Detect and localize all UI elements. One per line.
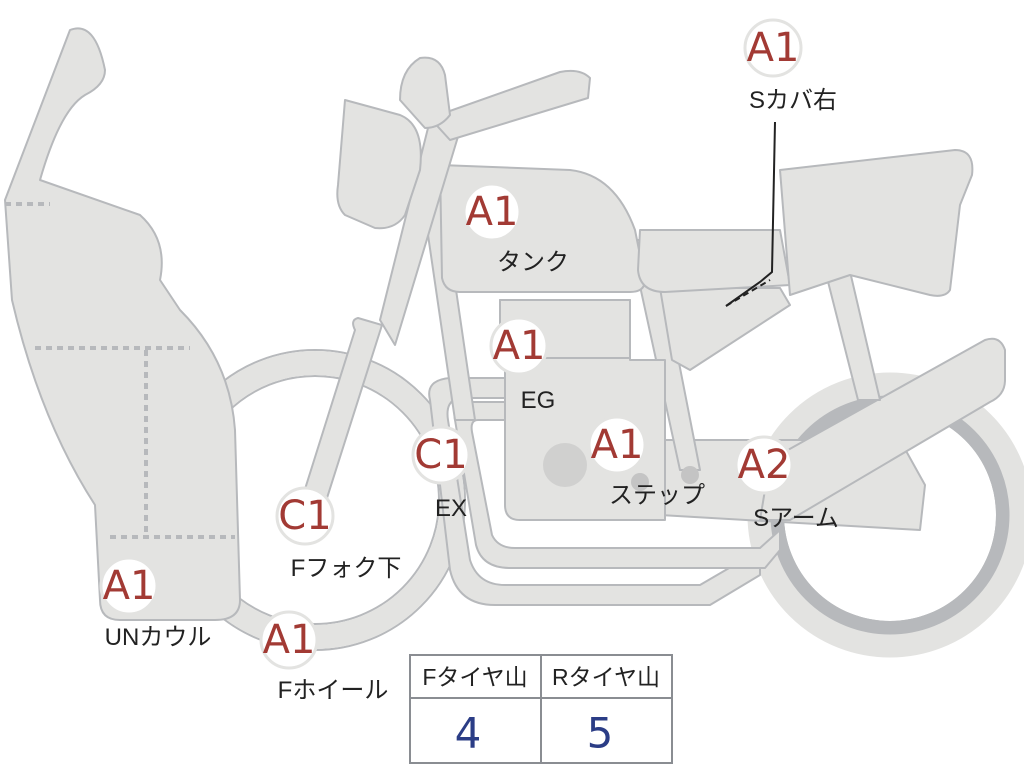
tank-label: タンク bbox=[497, 249, 569, 276]
footpeg-2 bbox=[681, 466, 699, 484]
engine-cover bbox=[543, 443, 587, 487]
scover-right-label: Sカバ右 bbox=[749, 87, 837, 114]
front-fork-badge: C1 Fフォク下 bbox=[275, 486, 402, 582]
swing-arm-label: Sアーム bbox=[753, 505, 839, 532]
scover-right-grade: A1 bbox=[747, 25, 800, 71]
step-label: ステップ bbox=[609, 482, 705, 509]
footpeg-1 bbox=[631, 473, 649, 491]
swing-arm-badge: A2 Sアーム bbox=[734, 435, 839, 532]
exhaust-label: EX bbox=[435, 495, 467, 522]
under-cowl-grade: A1 bbox=[103, 563, 156, 609]
engine-label: EG bbox=[521, 387, 556, 414]
swing-arm-grade: A2 bbox=[738, 442, 791, 488]
tail-cowl bbox=[779, 149, 974, 297]
front-wheel-label: Fホイール bbox=[278, 677, 389, 704]
side-cover-right bbox=[659, 287, 791, 371]
tank-badge: A1 タンク bbox=[462, 182, 569, 276]
under-cowl-badge: A1 UNカウル bbox=[99, 556, 212, 651]
engine-grade: A1 bbox=[493, 323, 546, 369]
seat bbox=[637, 229, 791, 293]
motorcycle-silhouette bbox=[4, 27, 1024, 658]
exhaust-pipe-lower bbox=[428, 377, 761, 606]
front-cowl bbox=[4, 27, 241, 621]
front-wheel-badge: A1 Fホイール bbox=[259, 610, 389, 704]
front-tire-header: Fタイヤ山 bbox=[422, 664, 527, 690]
front-tire-value: 4 bbox=[455, 709, 482, 758]
handlebar bbox=[429, 69, 591, 141]
mirror-stem bbox=[399, 56, 451, 129]
rear-tire-value: 5 bbox=[587, 709, 614, 758]
tank-grade: A1 bbox=[466, 189, 519, 235]
front-wheel-grade: A1 bbox=[263, 617, 316, 663]
headlight-cover bbox=[336, 99, 422, 230]
shock-absorber bbox=[759, 337, 1006, 521]
exhaust-grade: C1 bbox=[414, 432, 467, 478]
engine-badge: A1 EG bbox=[489, 316, 556, 414]
scover-right-badge: A1 Sカバ右 bbox=[743, 18, 837, 114]
step-badge: A1 ステップ bbox=[587, 415, 705, 509]
step-grade: A1 bbox=[591, 422, 644, 468]
tire-tread-table: Fタイヤ山 Rタイヤ山 4 5 bbox=[409, 654, 673, 764]
front-fork-grade: C1 bbox=[278, 493, 331, 539]
rear-tire-header: Rタイヤ山 bbox=[552, 664, 660, 690]
exhaust-badge: C1 EX bbox=[411, 425, 471, 522]
under-cowl-label: UNカウル bbox=[105, 624, 212, 651]
scover-leader-line bbox=[725, 121, 776, 307]
front-fork-label: Fフォク下 bbox=[291, 555, 402, 582]
